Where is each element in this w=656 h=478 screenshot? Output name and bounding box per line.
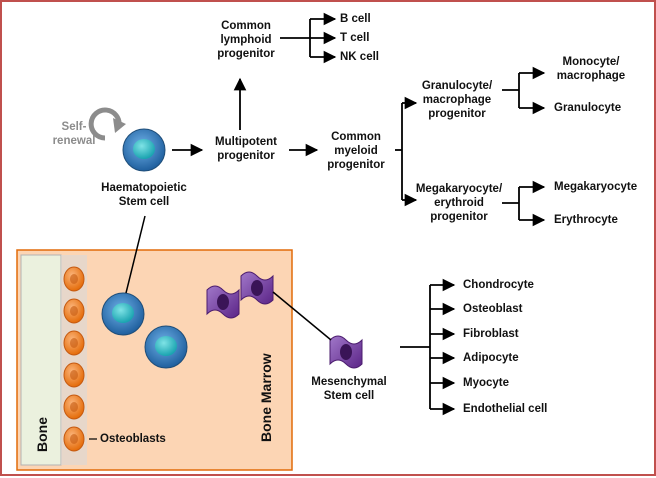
hsc-cell-niche (101, 292, 145, 336)
msc-cell (240, 271, 274, 305)
osteoblast-cell (63, 394, 85, 420)
osteoblasts-label: Osteoblasts (100, 433, 166, 445)
hsc-cell-niche (144, 325, 188, 369)
hsc-cell-top (122, 128, 166, 172)
megakaryocyte-label: Megakaryocyte (554, 181, 638, 193)
gmp-label: Granulocyte/ macrophage progenitor (421, 80, 493, 120)
granulocyte-label: Granulocyte (554, 102, 622, 114)
myeloid-label: Common myeloid progenitor (327, 131, 385, 171)
t-cell-label: T cell (340, 32, 370, 44)
osteoblast-cell (63, 362, 85, 388)
lymphoid-label: Common lymphoid progenitor (217, 20, 275, 60)
msc-cell (206, 285, 240, 319)
osteoblast-label: Osteoblast (463, 303, 523, 315)
self-renewal-arrow-icon (88, 107, 126, 141)
adipocyte-label: Adipocyte (463, 352, 519, 364)
bone-label: Bone (34, 417, 50, 452)
msc-label: Mesenchymal Stem cell (311, 376, 387, 402)
osteoblast-cell (63, 266, 85, 292)
multipotent-label: Multipotent progenitor (215, 136, 277, 162)
osteoblast-cell (63, 298, 85, 324)
self-renewal-label: Self- renewal (52, 121, 96, 147)
nk-cell-label: NK cell (340, 51, 379, 63)
mep-label: Megakaryocyte/ erythroid progenitor (415, 183, 503, 223)
erythrocyte-label: Erythrocyte (554, 214, 618, 226)
hsc-niche-connector (125, 215, 146, 294)
msc-cell-outside (329, 335, 363, 369)
endothelial-label: Endothelial cell (463, 403, 548, 415)
msc-connector (272, 291, 332, 341)
monocyte-label: Monocyte/ macrophage (556, 56, 626, 82)
chondrocyte-label: Chondrocyte (463, 279, 534, 291)
myocyte-label: Myocyte (463, 377, 510, 389)
bone-strip (20, 254, 62, 466)
b-cell-label: B cell (340, 13, 371, 25)
hsc-label: Haematopoietic Stem cell (101, 182, 187, 208)
bone-marrow-label: Bone Marrow (258, 353, 274, 442)
fibroblast-label: Fibroblast (463, 328, 519, 340)
osteoblast-cell (63, 426, 85, 452)
osteoblast-cell (63, 330, 85, 356)
